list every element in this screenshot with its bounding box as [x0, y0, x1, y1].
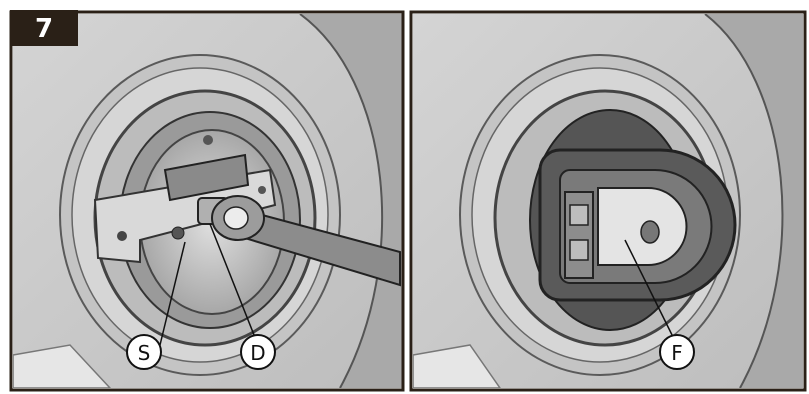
- callout-d: D: [241, 335, 275, 369]
- callout-d-label: D: [250, 341, 265, 365]
- callout-s: S: [127, 335, 161, 369]
- left-panel: [13, 14, 403, 388]
- step-number: 7: [35, 14, 53, 44]
- callout-f-label: F: [671, 341, 683, 365]
- callout-f: F: [660, 335, 694, 369]
- callout-s-label: S: [138, 341, 151, 365]
- right-panel: [413, 14, 803, 388]
